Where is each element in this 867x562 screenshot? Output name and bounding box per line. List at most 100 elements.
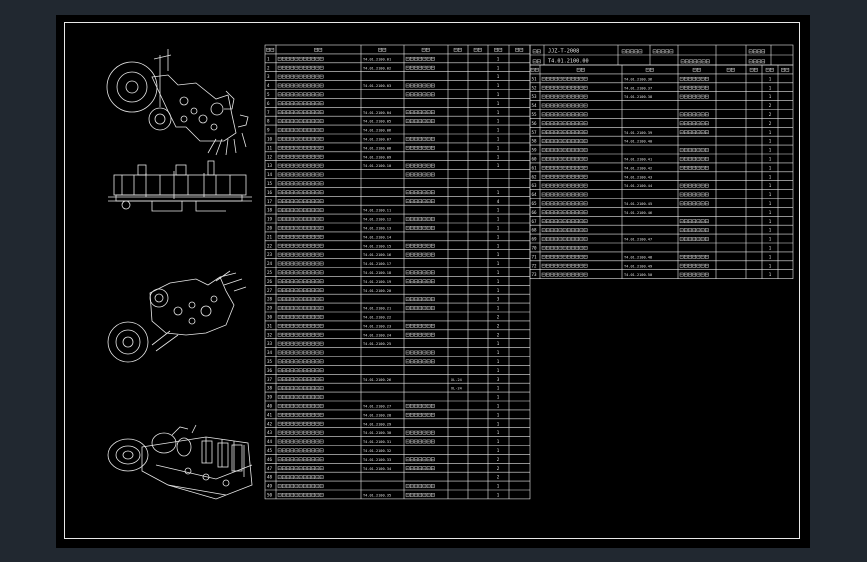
row-number: 42 [267,421,273,426]
row-code: T4.01.2100.10 [363,164,391,168]
row-part-name [277,332,324,337]
row-code: T4.01.2100.11 [363,209,391,213]
row-number: 47 [267,466,273,471]
row-code: T4.01.2100.23 [363,324,391,328]
row-part-name [277,475,324,479]
row-material [405,404,435,408]
row-number: 41 [267,412,273,417]
row-code: T4.01.2100.13 [363,227,391,231]
left-table-header-cell [453,47,462,52]
row-quantity: 1 [497,252,500,257]
row-material: XL-24 [451,378,462,382]
row-material [405,430,435,435]
row-number: 48 [267,475,273,480]
row-quantity: 1 [769,157,772,162]
row-part-name [541,94,588,99]
row-material [405,243,435,248]
row-quantity: 1 [497,306,500,311]
row-material [679,254,709,259]
row-part-name [277,65,324,70]
row-number: 54 [532,103,538,108]
row-quantity: 1 [497,119,500,124]
row-quantity: 1 [497,101,500,106]
row-quantity: 1 [497,208,500,213]
row-quantity: 1 [769,174,772,179]
row-part-name [277,493,324,497]
row-material [405,323,435,328]
table-row: 15 [267,181,324,186]
row-material [679,192,709,197]
row-part-name [541,228,588,232]
row-material [405,332,435,337]
row-quantity: 1 [497,110,500,115]
row-code: T4.01.2100.50 [624,273,652,277]
row-material [679,183,709,188]
row-part-name [541,157,588,161]
row-material [405,439,435,444]
row-quantity: 1 [497,412,500,417]
row-part-name [277,270,324,275]
row-number: 15 [267,181,273,186]
row-number: 51 [532,76,538,81]
row-quantity: 1 [769,210,772,215]
row-number: 17 [267,199,273,204]
row-number: 8 [267,119,270,124]
row-part-name [277,297,324,301]
row-material [405,306,435,310]
row-part-name [541,139,588,143]
row-code: T4.01.2100.17 [363,262,391,266]
row-part-name [277,412,324,417]
row-quantity: 1 [769,263,772,268]
row-code: T4.01.2100.03 [363,84,391,88]
row-code: T4.01.2100.14 [363,235,391,239]
row-quantity: 1 [497,145,500,150]
row-quantity: 1 [769,228,772,233]
row-quantity: 1 [497,56,500,61]
row-part-name [277,395,324,399]
left-table-header-cell [494,47,503,52]
row-number: 12 [267,154,273,159]
row-part-name [541,263,588,268]
row-code: T4.01.2100.01 [363,57,391,61]
row-code: T4.01.2100.42 [624,166,652,170]
drawing-border-frame [64,22,800,539]
row-code: T4.01.2100.15 [363,244,391,248]
right-table-header-cell [781,67,790,72]
title-block-label [680,59,710,64]
title-block-label [748,59,766,64]
row-code: T4.01.2100.20 [363,289,391,293]
row-part-name [277,226,324,230]
row-number: 73 [532,272,538,277]
row-part-name [277,386,324,390]
row-quantity: 1 [497,395,500,400]
row-material [679,157,709,161]
row-material [405,466,435,471]
row-number: 52 [532,85,538,90]
row-quantity: 2 [497,466,500,471]
row-number: 20 [267,226,273,231]
row-part-name [277,101,324,106]
row-number: 36 [267,368,273,373]
row-material [405,163,435,168]
row-quantity: 1 [497,137,500,142]
row-quantity: 1 [497,92,500,97]
row-code: T4.01.2100.32 [363,449,391,453]
row-quantity: 1 [497,279,500,284]
row-code: T4.01.2100.06 [363,129,391,133]
row-material [679,272,709,277]
row-quantity: 1 [497,430,500,435]
